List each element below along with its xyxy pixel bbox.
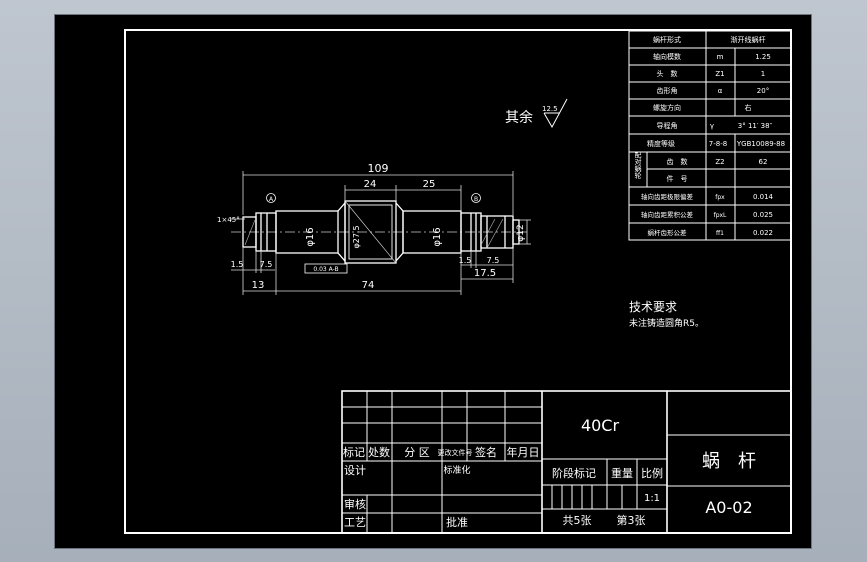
- param-value-hand: 右: [745, 103, 752, 112]
- param-sym-profile: ff1: [716, 230, 724, 237]
- dimension-lines: [231, 171, 531, 295]
- dim-right-dia: φ16: [432, 227, 443, 246]
- worm-thread-section: [344, 200, 397, 264]
- header-zone: 分 区: [404, 446, 430, 459]
- header-change-doc: 更改文件号: [438, 448, 473, 457]
- param-sym-module: m: [717, 53, 724, 61]
- param-label-profile: 蜗杆齿形公差: [648, 228, 688, 237]
- drawing-canvas: 蜗杆形式 渐开线蜗杆 轴向模数 m 1.25 头 数 Z1 1 齿形角 α 20…: [124, 29, 792, 534]
- dim-right-step: 25: [423, 179, 436, 190]
- dim-left-groove-2: 7.5: [260, 260, 273, 269]
- param-label-cumulative: 轴向齿距累积公差: [641, 210, 694, 219]
- label-process: 工艺: [344, 516, 366, 529]
- param-value-mate-teeth: 62: [759, 158, 768, 166]
- param-value-accuracy: YGB10089-88: [736, 140, 785, 148]
- param-label-hand: 螺旋方向: [653, 103, 681, 112]
- param-value-cumulative: 0.025: [753, 211, 773, 219]
- roughness-prefix: 其余: [505, 109, 533, 126]
- param-value-profile: 0.022: [753, 229, 773, 237]
- material-label: 40Cr: [581, 416, 620, 435]
- datum-b-marker: [471, 193, 481, 203]
- roughness-note: 其余 12.5: [505, 98, 568, 129]
- param-value-pressure-angle: 20°: [757, 87, 769, 95]
- param-sym-cumulative: fpxL: [714, 212, 727, 219]
- drawing-number: A0-02: [705, 498, 752, 517]
- tech-note: 未注铸造圆角R5。: [629, 317, 704, 329]
- param-label-accuracy: 精度等级: [647, 139, 675, 148]
- worm-shaft-drawing: [231, 200, 527, 264]
- total-sheets: 共5张: [563, 514, 592, 527]
- sheet-number: 第3张: [617, 513, 646, 527]
- title-block: [341, 390, 792, 534]
- part-name: 蜗 杆: [702, 451, 756, 472]
- dim-end-dia: φ12: [516, 224, 526, 241]
- roughness-value: 12.5: [542, 105, 558, 113]
- dimension-labels: 109 24 25 74 13 17.5 1.5 7.5 1.5 7.5 1×4…: [217, 162, 526, 291]
- header-mark: 标记: [343, 445, 365, 459]
- drawing-frame: [124, 29, 792, 534]
- param-label-mate-teeth: 齿 数: [667, 157, 688, 166]
- parameter-table: [628, 30, 792, 241]
- datum-a-label: A: [269, 196, 274, 203]
- cad-viewport[interactable]: 蜗杆形式 渐开线蜗杆 轴向模数 m 1.25 头 数 Z1 1 齿形角 α 20…: [54, 14, 812, 549]
- param-sym-pitch-dev: fpx: [715, 194, 725, 201]
- dim-left-end: 13: [252, 280, 265, 291]
- param-label-mate-part: 件 号: [667, 174, 688, 183]
- param-sym-pressure-angle: α: [718, 87, 723, 95]
- param-sym-lead-angle: γ: [710, 122, 714, 130]
- tech-title: 技术要求: [629, 300, 677, 314]
- datum-markers: A B 0.03 A-B: [266, 193, 481, 274]
- header-count: 处数: [368, 446, 390, 459]
- label-weight: 重量: [611, 466, 633, 480]
- param-label-starts: 头 数: [657, 69, 678, 78]
- dim-overall-bottom: 74: [362, 280, 375, 291]
- dim-worm-dia: φ27.5: [352, 225, 361, 248]
- param-label-type: 蜗杆形式: [653, 35, 681, 44]
- label-design: 设计: [344, 464, 366, 477]
- param-sym-mate-teeth: Z2: [715, 158, 724, 166]
- title-block-text: 40Cr 蜗 杆 A0-02 标记 处数 分 区 更改文件号 签名 年月日 设计…: [343, 416, 756, 529]
- label-standardize: 标准化: [443, 464, 470, 476]
- param-label-module: 轴向模数: [653, 52, 681, 61]
- left-shaft: [275, 210, 339, 254]
- param-sym-starts: Z1: [715, 70, 724, 78]
- param-label-pressure-angle: 齿形角: [657, 86, 678, 95]
- roughness-symbol-icon: [543, 98, 568, 129]
- dim-total-length: 109: [368, 162, 389, 175]
- dim-left-groove-1: 1.5: [231, 260, 244, 269]
- runout-frame: [304, 263, 348, 274]
- header-signature: 签名: [475, 445, 497, 459]
- param-label-pitch-dev: 轴向齿距极限偏差: [641, 192, 694, 201]
- label-review: 审核: [344, 497, 366, 511]
- param-value-lead-angle: 3° 11′ 38″: [738, 122, 773, 130]
- tech-requirements: 技术要求 未注铸造圆角R5。: [629, 300, 704, 329]
- header-date: 年月日: [507, 445, 540, 459]
- label-stage: 阶段标记: [552, 466, 596, 480]
- runout-text: 0.03 A-B: [313, 266, 338, 273]
- param-sym-accuracy: 7-8-8: [709, 140, 727, 148]
- param-mate-label: 配对蜗轮: [634, 151, 642, 180]
- dim-chamfer: 1×45°: [217, 216, 240, 224]
- param-value-pitch-dev: 0.014: [753, 193, 774, 201]
- dim-right-end: 17.5: [474, 268, 496, 279]
- param-label-lead-angle: 导程角: [657, 121, 678, 130]
- dim-right-groove-1: 1.5: [459, 256, 472, 265]
- label-scale: 比例: [641, 466, 663, 480]
- param-value-starts: 1: [761, 70, 765, 78]
- scale-value: 1:1: [644, 493, 660, 504]
- param-value-type: 渐开线蜗杆: [731, 35, 766, 44]
- datum-b-label: B: [474, 196, 478, 203]
- dim-right-groove-2: 7.5: [487, 256, 500, 265]
- param-value-module: 1.25: [755, 53, 771, 61]
- dim-left-dia: φ16: [305, 227, 316, 246]
- datum-a-marker: [266, 193, 276, 203]
- dim-worm-width: 24: [364, 179, 377, 190]
- label-approve: 批准: [446, 515, 468, 529]
